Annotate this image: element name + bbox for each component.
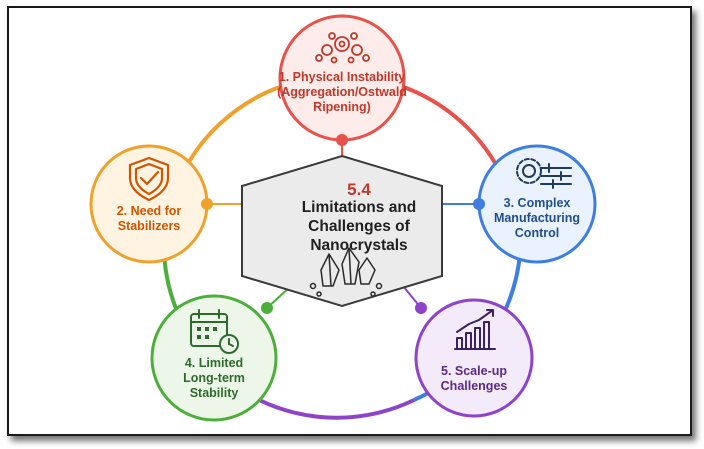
node-4-circle [150,294,278,422]
dot-1 [336,134,348,146]
particles-icon [315,32,370,64]
node-2-label: 2. Need for Stabilizers [116,204,182,233]
center-title: Limitations and Challenges of Nanocrysta… [301,199,417,254]
node-4-label: 4. Limited Long-term Stability [183,356,245,400]
diagram-frame: 5.4 Limitations and Challenges of Nanocr… [7,6,692,436]
shield-check-icon [128,156,170,202]
dot-3 [473,198,485,210]
crystals-icon [309,247,383,297]
limitations-diagram [89,14,597,422]
node-3-label: 3. Complex Manufacturing Control [493,196,581,240]
node-1-label: 1. Physical Instability (Aggregation/Ost… [277,70,407,114]
dot-4 [261,302,273,314]
center-hexagon [241,154,443,308]
node-5-circle [414,298,534,418]
dot-5 [415,302,427,314]
node-5-label: 5. Scale-up Challenges [440,364,508,393]
dot-2 [201,198,213,210]
calendar-clock-icon [190,309,239,354]
center-number: 5.4 [347,180,371,199]
gear-sliders-icon [516,158,572,189]
bar-chart-icon [454,309,496,350]
